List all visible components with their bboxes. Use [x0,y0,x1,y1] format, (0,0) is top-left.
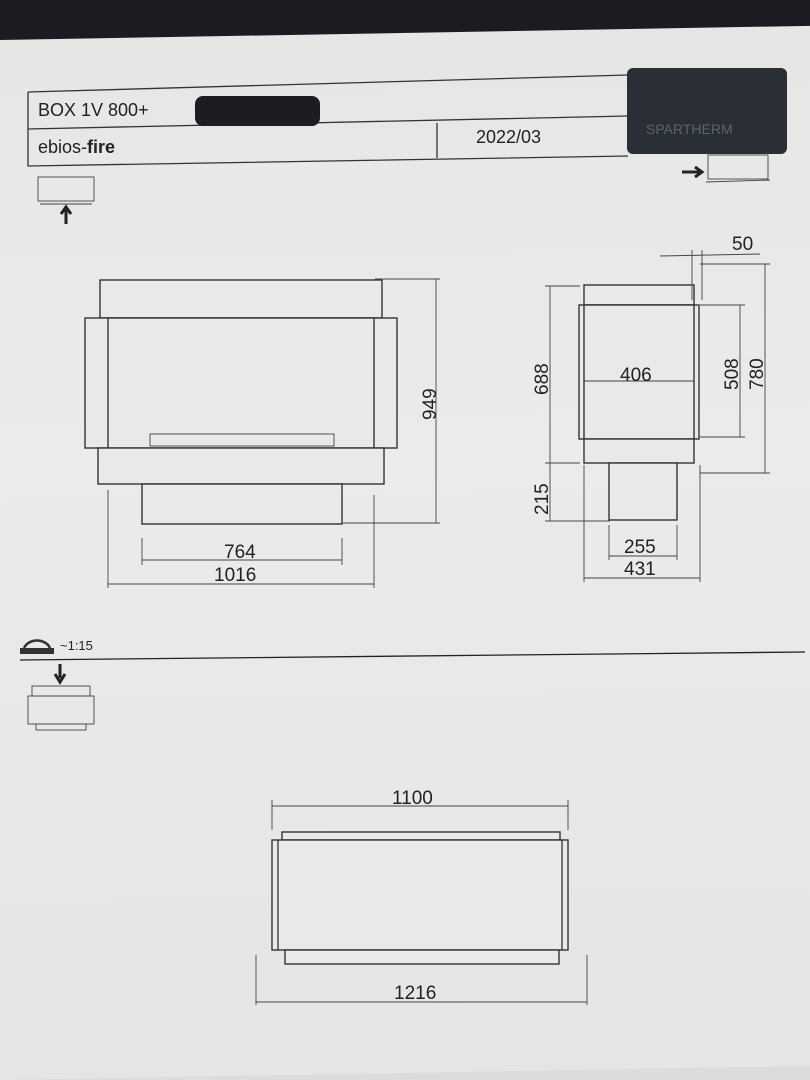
front-view-icon [37,176,95,224]
dim-front-inner-width: 764 [224,542,256,563]
section-divider [19,651,806,661]
top-view: 1100 1216 [255,788,588,1005]
dim-opening-height: 508 [722,358,743,390]
dim-top-inner-width: 1100 [392,788,433,809]
scale-label: ~1:15 [60,638,93,653]
model-name: BOX 1V 800+ [38,100,149,120]
brand-name: ebios-fire [38,137,115,157]
front-view: 949 764 1016 [84,278,441,588]
date: 2022/03 [476,127,541,147]
dim-total-depth: 431 [624,559,656,580]
side-view-icon [682,154,771,183]
dim-lower-depth: 255 [624,537,656,558]
title-block: BOX 1V 800+ ebios-fire 2022/03 SPARTHERM [27,68,787,167]
dim-front-height: 949 [420,388,441,420]
dim-front-outer-width: 1016 [214,565,256,586]
dim-top-outer-width: 1216 [394,983,436,1004]
dim-upper-height: 688 [532,363,553,395]
dim-lower-height: 215 [532,483,553,515]
dim-total-height: 780 [747,358,768,390]
top-view-icon [27,664,95,731]
dim-inner-depth: 406 [620,365,652,386]
side-view: 50 688 406 508 780 215 255 431 [532,234,770,582]
redacted-logo-text: SPARTHERM [646,121,733,137]
redacted-logo [627,68,787,154]
scale-indicator: ~1:15 [20,638,93,654]
redaction-mark [195,96,320,126]
dim-top-offset: 50 [732,234,753,255]
